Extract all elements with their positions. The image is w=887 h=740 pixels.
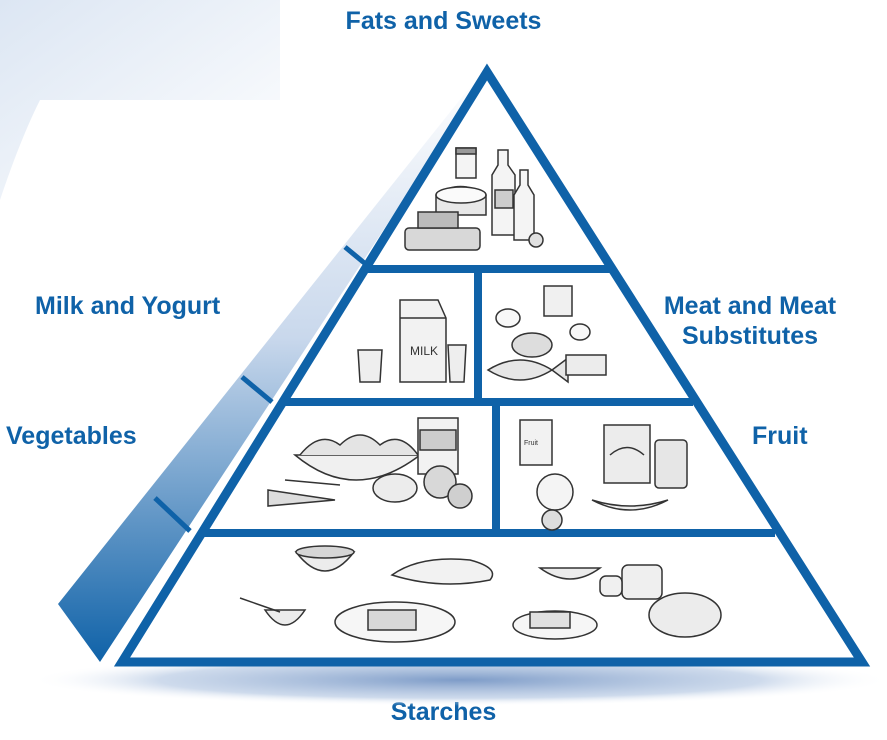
- fruit-label: Fruit: [752, 422, 808, 450]
- orange-icon: [536, 473, 574, 531]
- jar-icon: [455, 147, 477, 179]
- tier-fruit: Fruit: [519, 419, 688, 531]
- box-icon: [603, 424, 651, 484]
- bowl-icon: [294, 545, 356, 572]
- can-icon: [417, 417, 459, 475]
- carrot-icon: [267, 479, 341, 507]
- tier-fats-sweets: [404, 147, 544, 251]
- tier-starches: [239, 545, 722, 643]
- bowl-icon: [537, 567, 603, 580]
- meat-icon: [511, 332, 607, 376]
- milk-carton-icon: MILK: [399, 299, 447, 383]
- cake-icon: [435, 185, 487, 216]
- snacks-icon: [404, 211, 544, 251]
- pyramid-left-face: [58, 72, 487, 662]
- meat-and-meat-substitutes-label: Meat and Meat Substitutes: [663, 292, 837, 350]
- milk-and-yogurt-label: Milk and Yogurt: [35, 292, 221, 320]
- tier-vegetables: [267, 417, 473, 509]
- egg-icon: [495, 308, 591, 341]
- broccoli-icon: [372, 465, 473, 509]
- cup-icon: [447, 344, 467, 383]
- bottle-icon: [491, 149, 516, 236]
- pyramid-shadow: [30, 654, 887, 706]
- tier-meat-substitutes: [486, 285, 607, 384]
- bowl-icon: [239, 597, 307, 626]
- loaf-icon: [621, 564, 722, 638]
- vegetables-label: Vegetables: [6, 422, 137, 450]
- fats-and-sweets-label: Fats and Sweets: [345, 7, 542, 35]
- svg-text:MILK: MILK: [410, 344, 438, 358]
- can-icon: [654, 439, 688, 489]
- salad-bowl-icon: [292, 434, 423, 481]
- cracker-icon: [512, 610, 598, 640]
- svg-text:Fruit: Fruit: [524, 440, 538, 447]
- corner-decoration: [0, 0, 280, 200]
- can-icon: Fruit: [519, 419, 553, 466]
- cheese-icon: [543, 285, 573, 317]
- banana-icon: [591, 499, 669, 511]
- plate-icon: [334, 601, 456, 643]
- bread-icon: [599, 575, 623, 597]
- bread-icon: [390, 558, 494, 585]
- tier-milk-yogurt: MILK: [357, 299, 467, 383]
- cup-icon: [357, 349, 383, 383]
